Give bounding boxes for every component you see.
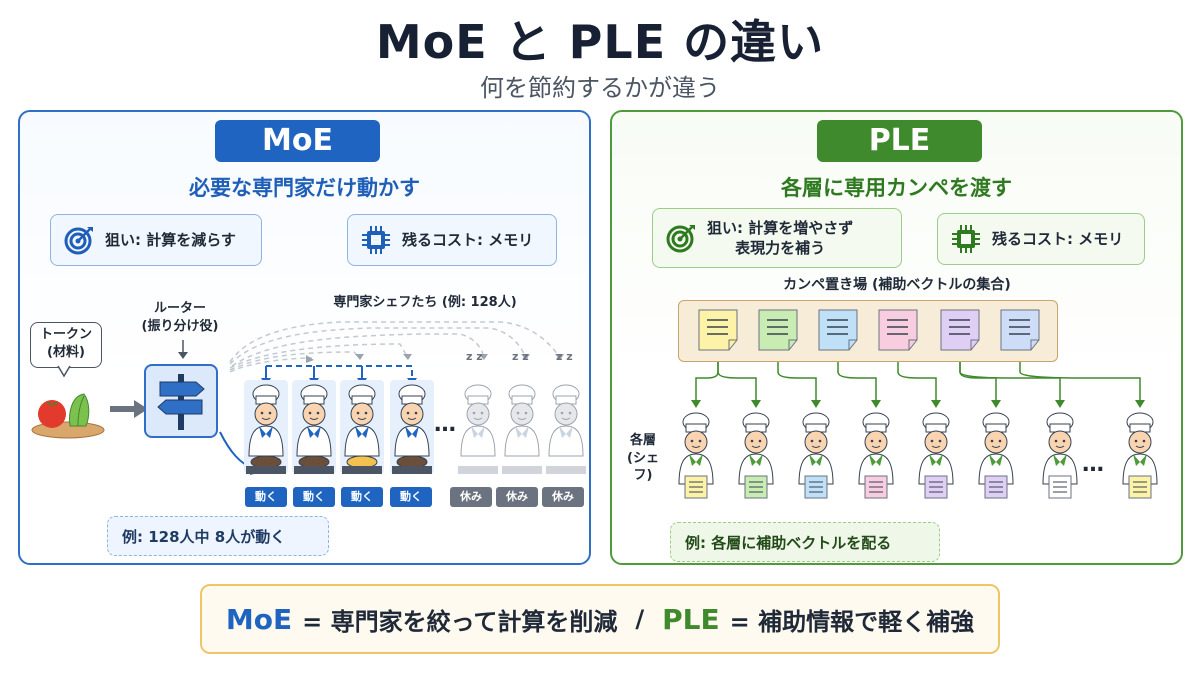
sleep-z-1: z z [466,350,483,363]
layer-chef-6 [978,412,1014,499]
cheat-sheet-note-6 [1000,309,1040,351]
layer-chef-1 [678,412,714,499]
cheat-sheet-note-1 [698,309,738,351]
layer-chef-8 [1122,412,1158,499]
summary-slash: / [635,605,645,633]
active-chef-3 [342,384,382,474]
chip-rest-1: 休み [450,487,492,507]
layer-chef-7 [1042,412,1078,499]
summary-moe-text: = 専門家を絞って計算を削減 [302,607,618,636]
ple-ellipsis: … [1082,452,1106,477]
token-bubble-tail [57,365,71,378]
router-label-line2: (振り分け役) [141,318,219,334]
moe-cost-box: 残るコスト: メモリ [347,214,557,266]
layer-chef-3 [798,412,834,499]
moe-tag: MoE [215,120,380,162]
layer-label-line1: 各層 [629,433,656,448]
ple-panel: PLE 各層に専用カンペを渡す 狙い: 計算を増やさず 表現力を補う 残るコスト… [610,110,1183,565]
chip-icon [952,225,980,253]
ple-drawing [678,309,1158,499]
token-label-line2: (材料) [47,344,85,360]
resting-chef-2 [502,384,542,474]
chip-icon [362,226,390,254]
summary-box: MoE = 専門家を絞って計算を削減 / PLE = 補助情報で軽く補強 [200,584,1000,654]
sleep-z-3: z z [556,350,573,363]
cheat-sheet-note-3 [818,309,858,351]
ple-goal-text: 狙い: 計算を増やさず 表現力を補う [707,218,853,259]
ple-heading: 各層に専用カンペを渡す [781,176,1012,200]
layer-chef-4 [858,412,894,499]
experts-label: 専門家シェフたち (例: 128人) [333,295,517,310]
active-chef-4 [392,384,432,474]
router-label-line1: ルーター [153,301,206,316]
moe-chef-group [246,384,586,474]
ingredients-icon [31,393,105,439]
page-subtitle: 何を節約するかが違う [480,74,720,102]
ple-goal-box: 狙い: 計算を増やさず 表現力を補う [652,208,902,268]
ple-cost-box: 残るコスト: メモリ [937,213,1145,265]
summary-ple-text: = 補助情報で軽く補強 [729,607,975,636]
token-to-router-arrow [110,400,148,418]
chip-rest-3: 休み [542,487,584,507]
layer-chef-5 [918,412,954,499]
store-box [678,300,1058,362]
cheat-sheet-note-4 [878,309,918,351]
moe-panel: MoE 必要な専門家だけ動かす 狙い: 計算を減らす 残るコスト: メモリ トー [18,110,591,565]
ple-tag: PLE [817,120,982,162]
distribution-arrows [691,362,1145,408]
resting-chef-1 [458,384,498,474]
ple-example: 例: 各層に補助ベクトルを配る [670,522,940,562]
chip-active-3: 動く [341,487,383,507]
chip-active-4: 動く [390,487,432,507]
moe-heading: 必要な専門家だけ動かす [189,176,420,200]
router-label: ルーター (振り分け役) [132,300,228,335]
token-label-line1: トークン [39,327,92,342]
store-label: カンペ置き場 (補助ベクトルの集合) [783,277,1011,293]
active-chef-1 [246,384,286,474]
layer-label-line2: (シェフ) [627,450,659,484]
ple-goal-line1: 狙い: 計算を増やさず [707,218,854,237]
cheat-sheet-note-2 [758,309,798,351]
target-icon [64,227,93,255]
target-icon [666,225,695,253]
signpost-icon [157,374,205,430]
moe-ellipsis: … [434,412,458,437]
token-label: トークン (材料) [30,326,102,361]
layer-chef-2 [738,412,774,499]
token-bubble [30,322,102,368]
moe-example: 例: 128人中 8人が動く [107,516,329,556]
moe-cost-text: 残るコスト: メモリ [402,230,534,249]
moe-goal-text: 狙い: 計算を減らす [105,230,236,249]
chip-active-1: 動く [245,487,287,507]
page-title: MoE と PLE の違い [375,15,825,69]
ple-goal-line2: 表現力を補う [735,239,826,257]
resting-chef-3 [546,384,586,474]
cheat-sheet-note-5 [940,309,980,351]
sleep-z-2: z z [512,350,529,363]
ple-cost-text: 残るコスト: メモリ [992,229,1124,248]
summary-moe: MoE [225,602,293,636]
chip-rest-2: 休み [496,487,538,507]
chip-active-2: 動く [293,487,335,507]
layer-label: 各層 (シェフ) [618,432,668,485]
summary-ple: PLE [662,602,720,636]
active-chef-2 [294,384,334,474]
router-pointer-arrow [178,340,188,359]
moe-goal-box: 狙い: 計算を減らす [50,214,262,266]
